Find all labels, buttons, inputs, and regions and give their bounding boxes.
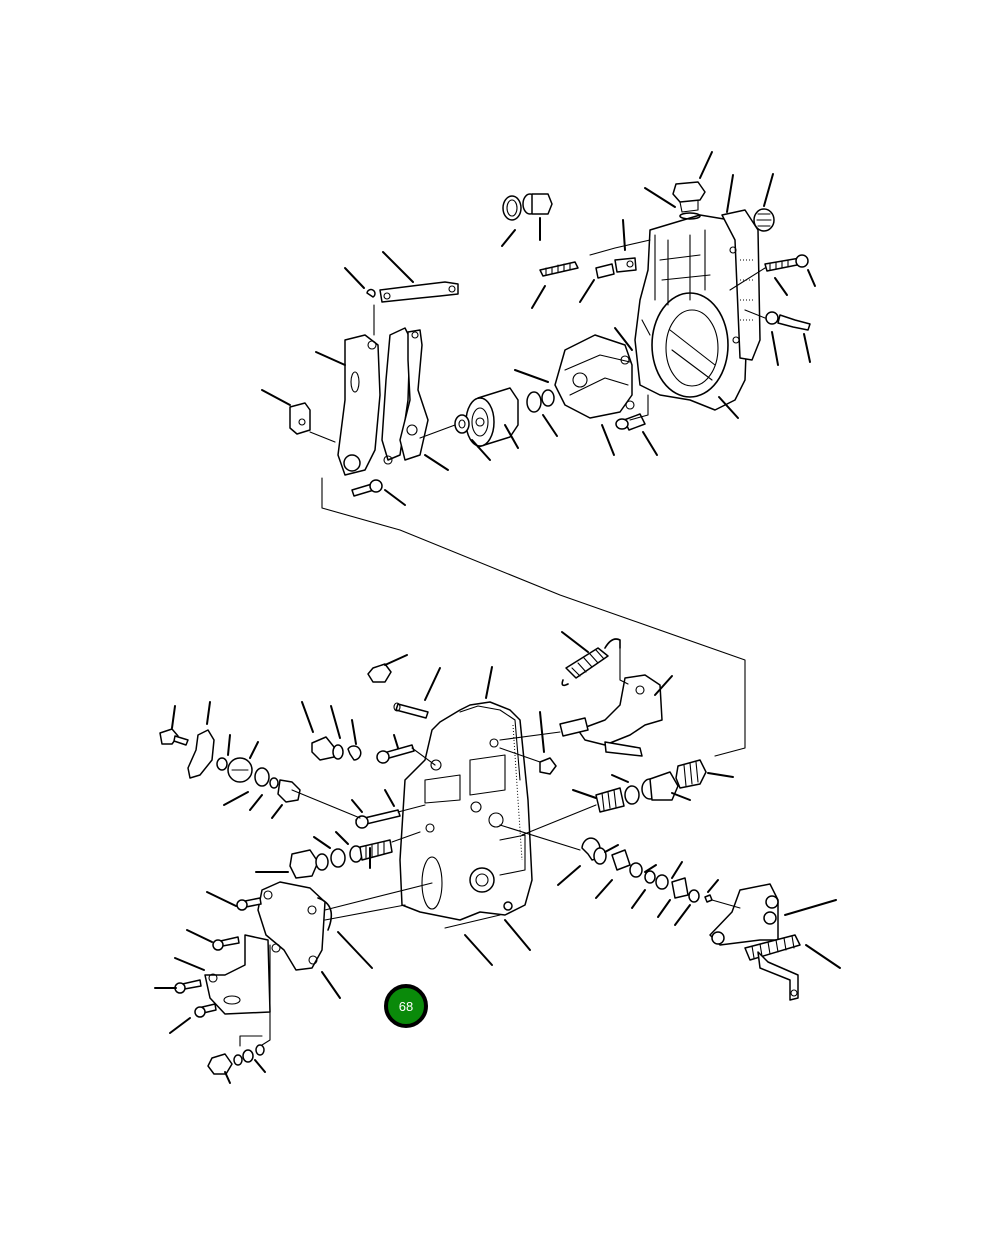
right-lower-stack <box>581 837 801 1001</box>
center-left-stack <box>289 736 415 879</box>
upper-assembly <box>261 151 816 757</box>
assembly-lines-upper <box>309 239 766 757</box>
figure-callout-badge[interactable]: 68 <box>384 984 428 1028</box>
front-cover <box>174 881 333 1075</box>
leader-lines-upper <box>261 151 816 506</box>
flyweight-carrier <box>554 334 635 419</box>
governor-lever-assembly <box>289 281 459 497</box>
governor-sleeve <box>454 387 555 448</box>
leader-lines-lower <box>154 631 841 1084</box>
plug-and-washer <box>502 193 553 221</box>
control-lever-assembly <box>559 638 663 757</box>
assembly-lines-lower <box>291 731 741 929</box>
lower-assembly <box>154 631 841 1084</box>
right-mid-stack <box>539 757 707 813</box>
pump-housing <box>399 701 533 921</box>
housing-top-parts <box>367 663 429 719</box>
housing-fasteners <box>539 254 811 431</box>
callout-number: 68 <box>398 998 414 1014</box>
left-small-parts <box>159 728 301 803</box>
governor-housing <box>634 181 775 411</box>
